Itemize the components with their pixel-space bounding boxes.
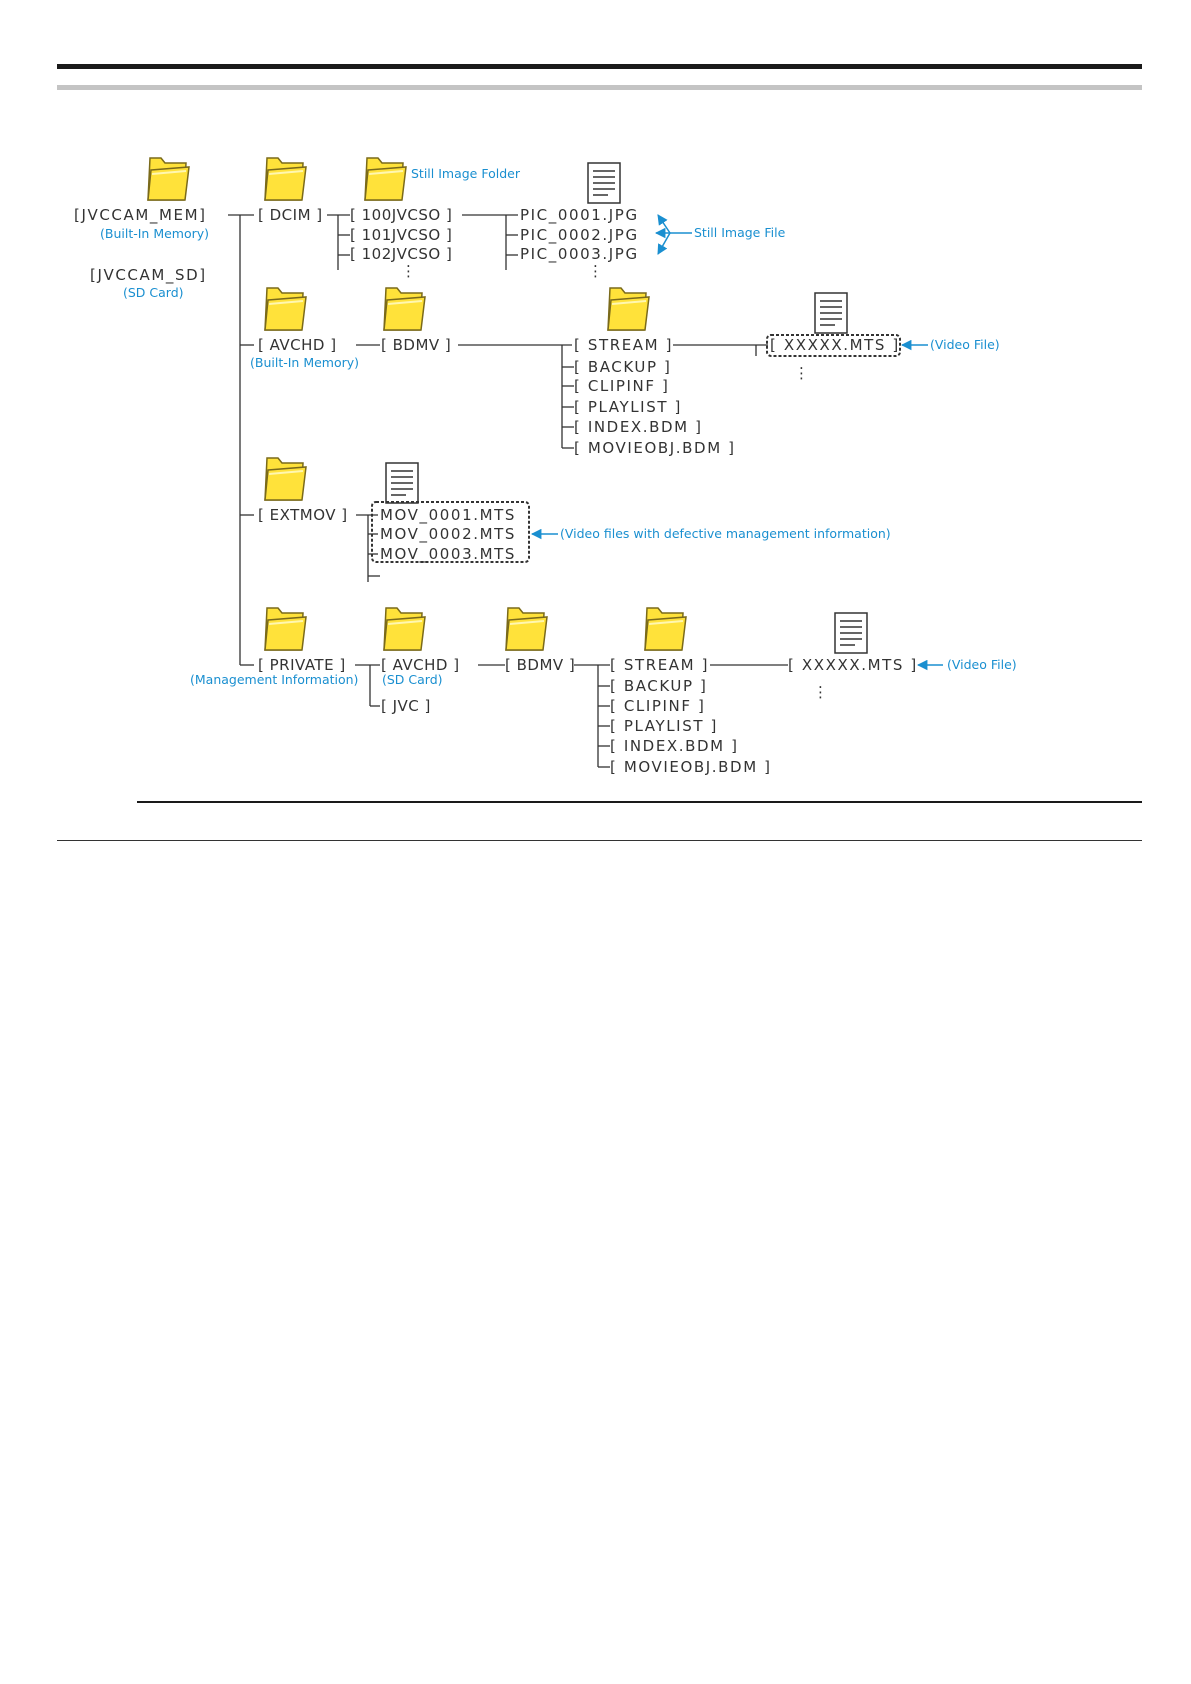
label-backup: [ BACKUP ] [574, 358, 671, 376]
label-jvc: [ JVC ] [381, 697, 431, 715]
label-avchd-sd: [ AVCHD ] [381, 656, 460, 674]
label-mov-0002: MOV_0002.MTS [380, 525, 516, 544]
tree-lines [228, 214, 788, 768]
note-arrows [530, 214, 943, 671]
label-bdmv: [ BDMV ] [381, 336, 451, 354]
label-mov-0001: MOV_0001.MTS [380, 506, 516, 525]
document-icon [385, 462, 419, 504]
label-backup-sd: [ BACKUP ] [610, 677, 707, 695]
label-private: [ PRIVATE ] [258, 656, 346, 674]
note-built-in-memory: (Built-In Memory) [100, 226, 209, 241]
note-video-file: (Video File) [930, 337, 1000, 352]
label-jvccam-mem: [JVCCAM_MEM] [74, 206, 207, 225]
section-divider [137, 801, 1142, 803]
label-playlist-sd: [ PLAYLIST ] [610, 717, 718, 735]
label-playlist: [ PLAYLIST ] [574, 398, 682, 416]
document-icon [587, 162, 621, 204]
label-pic-0003: PIC_0003.JPG [520, 245, 639, 264]
folder-icon [264, 457, 307, 501]
label-mov-0003: MOV_0003.MTS [380, 545, 516, 564]
label-100jvcso: [ 100JVCSO ] [350, 206, 452, 224]
folder-icon [264, 157, 307, 201]
ellipsis: ⋮ [794, 364, 809, 382]
label-pic-0001: PIC_0001.JPG [520, 206, 639, 225]
label-stream: [ STREAM ] [574, 336, 673, 354]
note-built-in-memory-avchd: (Built-In Memory) [250, 355, 359, 370]
label-extmov: [ EXTMOV ] [258, 506, 348, 524]
folder-icon [383, 287, 426, 331]
note-still-image-folder: Still Image Folder [411, 166, 521, 181]
label-dcim: [ DCIM ] [258, 206, 323, 224]
ellipsis: ⋮ [588, 262, 603, 280]
label-movieobj-bdm: [ MOVIEOBJ.BDM ] [574, 439, 736, 457]
note-management-information: (Management Information) [190, 672, 358, 687]
ellipsis: ⋮ [401, 262, 416, 280]
label-index-bdm-sd: [ INDEX.BDM ] [610, 737, 739, 755]
label-clipinf: [ CLIPINF ] [574, 377, 669, 395]
mts-dashed-box [766, 334, 901, 357]
folder-icon [147, 157, 190, 201]
label-xxxxx-mts: [ XXXXX.MTS ] [770, 336, 900, 354]
ellipsis: ⋮ [813, 683, 828, 701]
folder-icon [264, 607, 307, 651]
note-sd-card: (SD Card) [123, 285, 184, 300]
mov-dashed-box [371, 501, 530, 563]
folder-icon [607, 287, 650, 331]
label-movieobj-bdm-sd: [ MOVIEOBJ.BDM ] [610, 758, 772, 776]
note-video-file-sd: (Video File) [947, 657, 1017, 672]
folder-structure-diagram: ⋮ ⋮ ⋮ ⋮ [JVCCAM_MEM] [JVCCAM_SD] [ DCIM … [74, 157, 1017, 776]
folder-icon [505, 607, 548, 651]
label-102jvcso: [ 102JVCSO ] [350, 245, 452, 263]
label-bdmv-sd: [ BDMV ] [505, 656, 575, 674]
label-xxxxx-mts-sd: [ XXXXX.MTS ] [788, 656, 918, 674]
folder-icon [264, 287, 307, 331]
label-avchd: [ AVCHD ] [258, 336, 337, 354]
document-icon [834, 612, 868, 654]
note-defective-management: (Video files with defective management i… [560, 526, 891, 541]
label-clipinf-sd: [ CLIPINF ] [610, 697, 705, 715]
folder-icon [383, 607, 426, 651]
label-index-bdm: [ INDEX.BDM ] [574, 418, 703, 436]
document-icon [814, 292, 848, 334]
header-bar [57, 64, 1142, 69]
label-stream-sd: [ STREAM ] [610, 656, 709, 674]
header-gray-bar [57, 85, 1142, 90]
folder-icon [364, 157, 407, 201]
label-jvccam-sd: [JVCCAM_SD] [90, 266, 207, 285]
label-101jvcso: [ 101JVCSO ] [350, 226, 452, 244]
folder-icon [644, 607, 687, 651]
page-divider [57, 840, 1142, 841]
note-still-image-file: Still Image File [694, 225, 786, 240]
note-sd-card-avchd: (SD Card) [382, 672, 443, 687]
label-pic-0002: PIC_0002.JPG [520, 226, 639, 245]
